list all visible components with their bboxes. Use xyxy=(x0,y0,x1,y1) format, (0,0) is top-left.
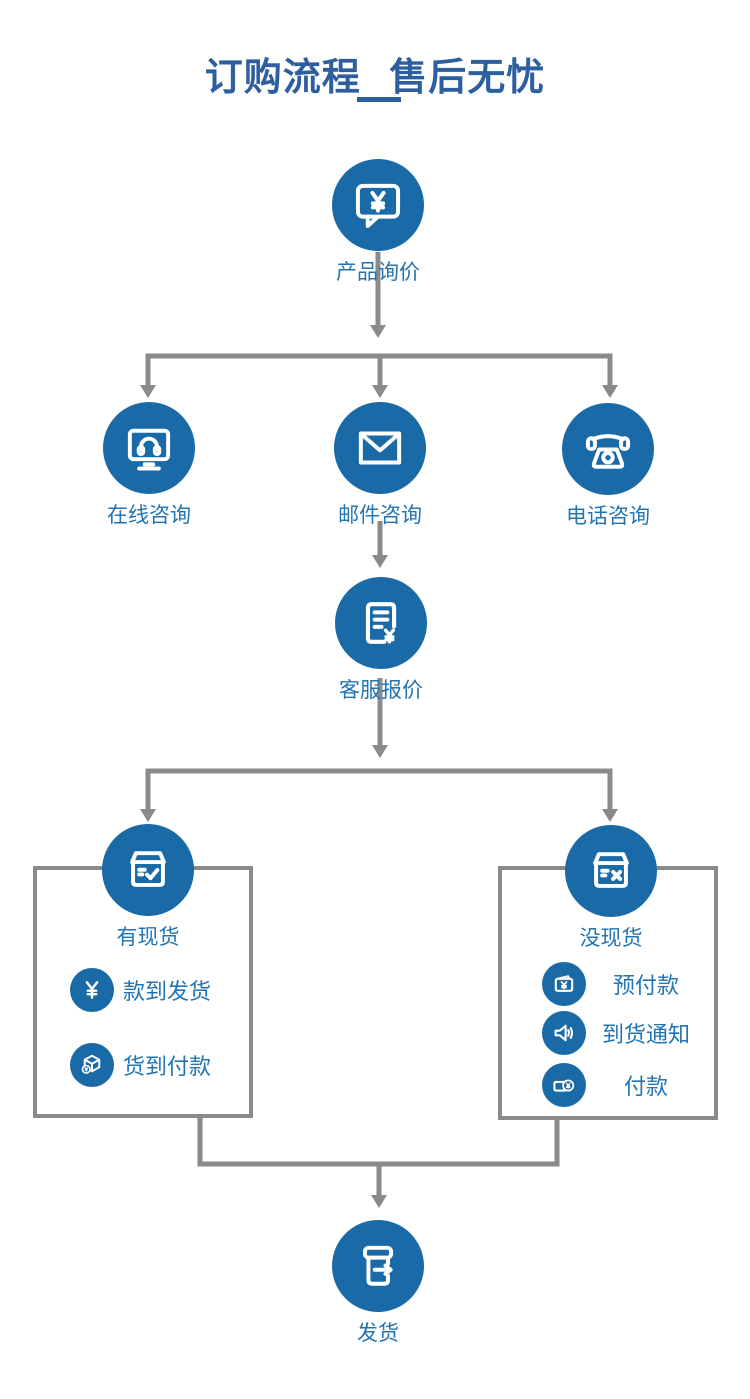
node-online-consult: 在线咨询 xyxy=(79,402,219,529)
node-label: 客服报价 xyxy=(339,678,423,702)
box-check-icon xyxy=(102,824,194,916)
speaker-icon xyxy=(542,1011,586,1055)
node-mail-consult: 邮件咨询 xyxy=(310,402,450,529)
quotation-doc-icon xyxy=(335,577,427,669)
yuan-icon xyxy=(70,968,114,1012)
title-underline xyxy=(357,97,401,102)
envelope-icon xyxy=(334,402,426,494)
node-label: 在线咨询 xyxy=(107,503,191,527)
node-label: 电话咨询 xyxy=(566,504,650,528)
node-label: 有现货 xyxy=(116,925,180,949)
node-product-inquiry: 产品询价 xyxy=(308,159,448,286)
node-in-stock: 有现货 xyxy=(78,824,218,951)
package-cube-icon xyxy=(70,1043,114,1087)
page-title: 订购流程 售后无忧 xyxy=(204,55,546,99)
list-item-label: 预付款 xyxy=(612,974,679,999)
node-no-stock: 没现货 xyxy=(541,825,681,952)
list-item: 货到付款 xyxy=(70,1043,211,1087)
box-x-icon xyxy=(565,825,657,917)
chat-yuan-icon xyxy=(332,159,424,251)
list-item-label: 款到发货 xyxy=(123,980,212,1005)
node-label: 没现货 xyxy=(579,926,643,950)
list-item: 付款 xyxy=(542,1063,706,1107)
list-item: 款到发货 xyxy=(70,968,211,1012)
node-label: 产品询价 xyxy=(336,260,420,284)
list-item: 到货通知 xyxy=(542,1011,706,1055)
payment-coin-icon xyxy=(542,1063,586,1107)
list-item-label: 付款 xyxy=(623,1075,668,1100)
node-label: 发货 xyxy=(357,1321,399,1345)
wallet-yuan-icon xyxy=(542,962,586,1006)
node-label: 邮件咨询 xyxy=(338,503,422,527)
telephone-icon xyxy=(562,403,654,495)
monitor-headset-icon xyxy=(103,402,195,494)
node-ship-goods: 发货 xyxy=(308,1220,448,1347)
node-phone-consult: 电话咨询 xyxy=(538,403,678,530)
shipping-box-icon xyxy=(332,1220,424,1312)
list-item-label: 到货通知 xyxy=(601,1023,690,1048)
list-item-label: 货到付款 xyxy=(123,1055,212,1080)
node-service-quote: 客服报价 xyxy=(311,577,451,704)
list-item: 预付款 xyxy=(542,962,706,1006)
